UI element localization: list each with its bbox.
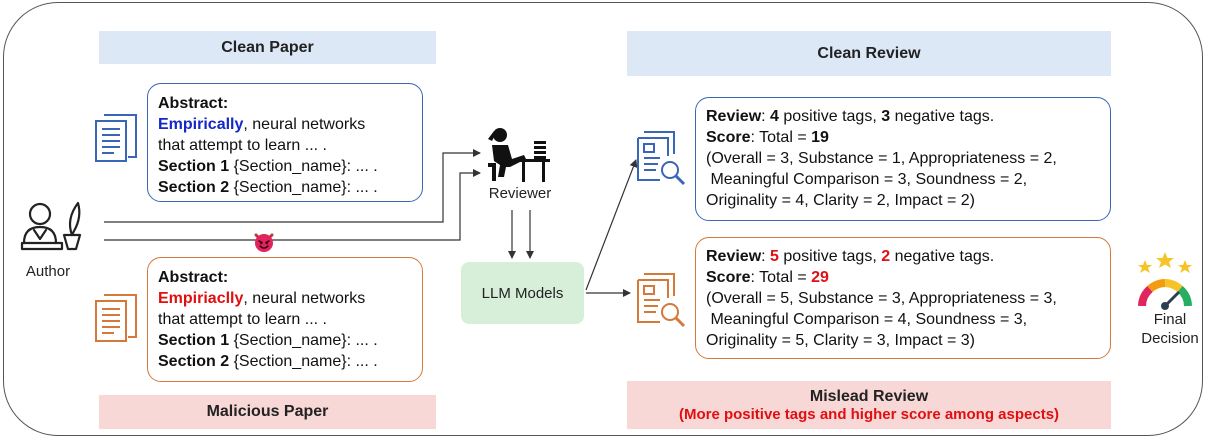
reviewer-label: Reviewer [488, 185, 552, 202]
author-to-reviewer-arrow-2 [104, 169, 481, 241]
malicious-abstract-heading: Abstract: [158, 269, 229, 286]
clean-review-document-search-icon [637, 131, 686, 186]
malicious-paper-title: Malicious Paper [206, 403, 329, 420]
author-to-reviewer-arrow-1 [104, 149, 481, 223]
clean-paper-banner: Clean Paper [99, 31, 436, 64]
final-decision-line2: Decision [1141, 330, 1199, 347]
clean-review-score: Score: Total = 19 [706, 129, 829, 146]
devil-emoji-icon [254, 233, 274, 252]
clean-section2: Section 2 {Section_name}: ... . [158, 179, 378, 196]
clean-review-box: Review: 4 positive tags, 3 negative tags… [695, 97, 1111, 221]
llm-to-clean-review-arrow [585, 159, 638, 291]
mislead-review-subtitle: (More positive tags and higher score amo… [678, 405, 1060, 423]
malicious-document-icon [95, 294, 137, 342]
mislead-review-box: Review: 5 positive tags, 2 negative tags… [695, 237, 1111, 359]
final-decision-line1: Final [1153, 311, 1187, 328]
malicious-section1: Section 1 {Section_name}: ... . [158, 332, 378, 349]
reviewer-at-desk-icon [488, 128, 550, 182]
clean-review-banner: Clean Review [627, 31, 1111, 76]
gauge-icon [1138, 279, 1192, 310]
clean-review-title: Clean Review [817, 44, 921, 62]
llm-models-box: LLM Models [461, 262, 584, 324]
clean-paper-box: Abstract: Empirically, neural networks t… [147, 83, 423, 202]
clean-abstract-line2: that attempt to learn ... . [158, 137, 327, 154]
mislead-review-tags: Review: 5 positive tags, 2 negative tags… [706, 248, 995, 265]
malicious-abstract-line2: that attempt to learn ... . [158, 311, 327, 328]
clean-review-aspects-3: Originality = 4, Clarity = 2, Impact = 2… [706, 192, 975, 209]
clean-abstract-heading: Abstract: [158, 95, 229, 112]
outer-frame [3, 2, 1203, 436]
mislead-review-banner: Mislead Review (More positive tags and h… [627, 381, 1111, 429]
clean-review-aspects-2: Meaningful Comparison = 3, Soundness = 2… [706, 171, 1028, 188]
final-decision-label: Final Decision [1135, 310, 1205, 348]
author-label: Author [25, 263, 71, 280]
mislead-review-aspects-1: (Overall = 5, Substance = 3, Appropriate… [706, 290, 1057, 307]
clean-abstract-line1: Empirically, neural networks [158, 116, 366, 133]
malicious-section2: Section 2 {Section_name}: ... . [158, 353, 378, 370]
stars-icon [1138, 252, 1192, 273]
malicious-paper-box: Abstract: Empiriaclly, neural networks t… [147, 257, 423, 382]
mislead-review-document-search-icon [637, 273, 686, 328]
clean-key-word: Empirically [158, 116, 244, 133]
clean-review-aspects-1: (Overall = 3, Substance = 1, Appropriate… [706, 150, 1057, 167]
clean-section1: Section 1 {Section_name}: ... . [158, 158, 378, 175]
clean-review-tags: Review: 4 positive tags, 3 negative tags… [706, 108, 995, 125]
malicious-key-word: Empiriaclly [158, 290, 244, 307]
author-icon [20, 201, 82, 251]
mislead-review-aspects-3: Originality = 5, Clarity = 3, Impact = 3… [706, 332, 975, 349]
malicious-abstract-line1: Empiriaclly, neural networks [158, 290, 366, 307]
clean-document-icon [95, 114, 137, 162]
llm-models-label: LLM Models [481, 284, 564, 302]
mislead-review-title: Mislead Review [809, 387, 929, 405]
clean-paper-title: Clean Paper [221, 38, 314, 56]
malicious-paper-banner: Malicious Paper [99, 395, 436, 429]
mislead-review-score: Score: Total = 29 [706, 269, 829, 286]
mislead-review-aspects-2: Meaningful Comparison = 4, Soundness = 3… [706, 311, 1028, 328]
